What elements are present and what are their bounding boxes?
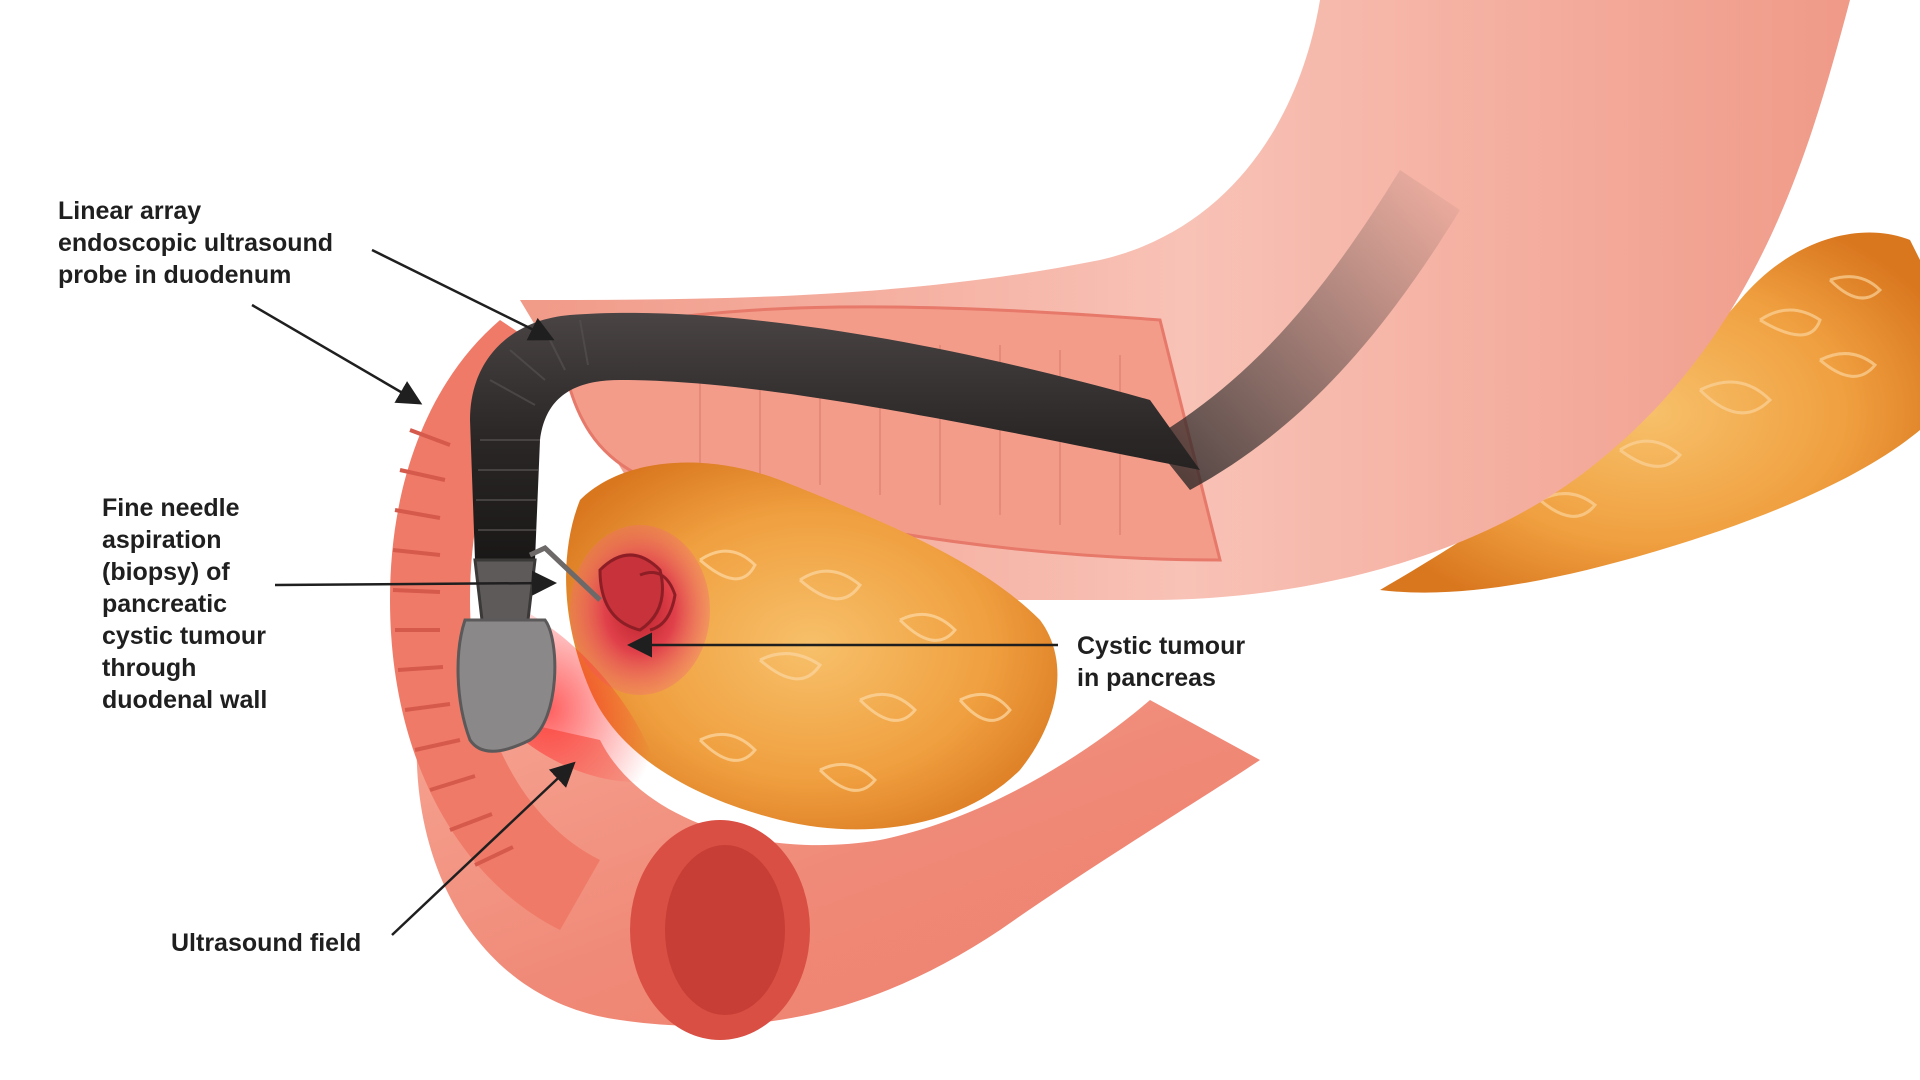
leader-lines (251, 248, 1058, 936)
label-fna-line-1: Fine needle (102, 494, 240, 522)
label-ultrasound-field: Ultrasound field (171, 927, 361, 959)
pancreas-head-lobules (698, 549, 1012, 792)
endoscope-ultrasound-tip (456, 618, 557, 753)
label-fna-line-6: through (102, 654, 197, 682)
endoscope-bend-section (473, 558, 537, 622)
endoscope-shaft (470, 312, 1200, 560)
leader-probe-lower (251, 303, 423, 405)
label-fna-line-5: cystic tumour (102, 622, 266, 650)
label-fna-line-2: aspiration (102, 526, 222, 554)
duodenum-wall-section (390, 320, 600, 930)
label-fna-line-7: duodenal wall (102, 686, 268, 714)
pancreas-tail-lobules (1539, 275, 1883, 518)
label-fna-line-3: (biopsy) of (102, 558, 230, 586)
label-field-line-1: Ultrasound field (171, 929, 362, 957)
label-tumour-line-2: in pancreas (1077, 664, 1216, 692)
leader-field (391, 761, 576, 936)
label-probe-line-1: Linear array (58, 197, 202, 225)
label-linear-array-probe: Linear array endoscopic ultrasound probe… (58, 195, 333, 291)
endoscope-shaft-faded (1150, 170, 1460, 490)
label-cystic-tumour: Cystic tumour in pancreas (1077, 630, 1245, 694)
label-fine-needle-aspiration: Fine needle aspiration (biopsy) of pancr… (102, 492, 267, 716)
label-tumour-line-1: Cystic tumour (1077, 632, 1246, 660)
leader-fna (274, 570, 557, 596)
leader-probe-upper (371, 248, 555, 341)
label-probe-line-2: endoscopic ultrasound (58, 229, 334, 257)
label-probe-line-3: probe in duodenum (58, 261, 292, 289)
label-fna-line-4: pancreatic (102, 590, 228, 618)
duodenum-folds (392, 428, 514, 867)
